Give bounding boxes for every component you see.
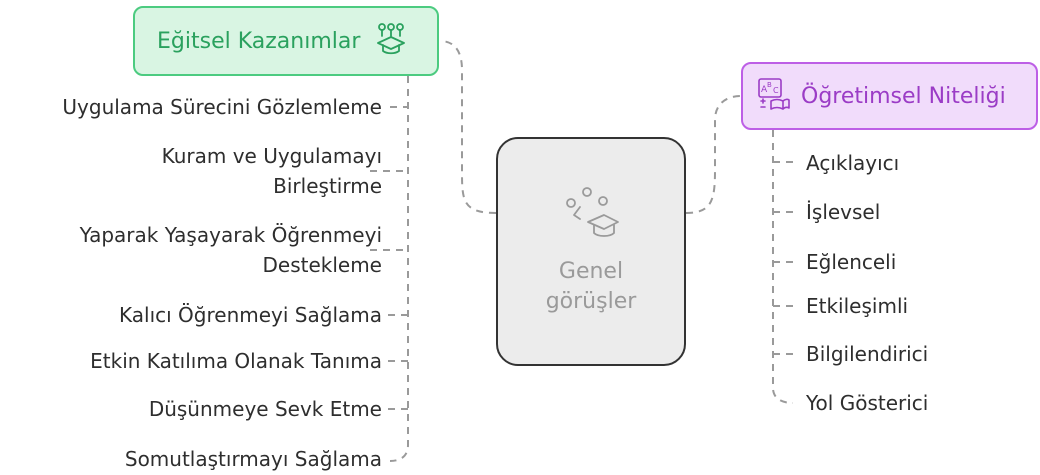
right-item: Etkileşimli xyxy=(806,294,909,318)
abc-book-icon: A B C xyxy=(757,77,791,115)
left-item: Yaparak Yaşayarak Öğrenmeyi Destekleme xyxy=(79,223,382,277)
right-item: İşlevsel xyxy=(806,200,881,224)
svg-text:A: A xyxy=(761,85,768,95)
center-topic-box[interactable]: Genel görüşler xyxy=(496,137,686,366)
svg-text:C: C xyxy=(773,86,779,95)
left-item: Etkin Katılıma Olanak Tanıma xyxy=(90,349,382,373)
left-item: Kalıcı Öğrenmeyi Sağlama xyxy=(119,303,382,327)
left-item: Uygulama Sürecini Gözlemleme xyxy=(62,95,382,119)
right-item: Yol Gösterici xyxy=(806,391,929,415)
left-item: Somutlaştırmayı Sağlama xyxy=(124,447,382,471)
lightbulb-graduation-icon xyxy=(562,186,620,243)
left-group-box[interactable]: Eğitsel Kazanımlar xyxy=(133,6,439,76)
right-item: Bilgilendirici xyxy=(806,342,929,366)
right-group-title: Öğretimsel Niteliği xyxy=(801,83,1006,109)
graduation-plants-icon xyxy=(374,22,408,60)
left-group-title: Eğitsel Kazanımlar xyxy=(157,28,361,54)
left-item: Düşünmeye Sevk Etme xyxy=(148,397,382,421)
right-group-box[interactable]: A B C Öğretimsel Niteliği xyxy=(741,62,1038,130)
left-item: Kuram ve Uygulamayı Birleştirme xyxy=(161,144,382,198)
right-item: Eğlenceli xyxy=(806,250,897,274)
right-item: Açıklayıcı xyxy=(806,151,900,175)
center-topic-title: Genel görüşler xyxy=(545,258,637,314)
svg-text:B: B xyxy=(767,81,772,89)
